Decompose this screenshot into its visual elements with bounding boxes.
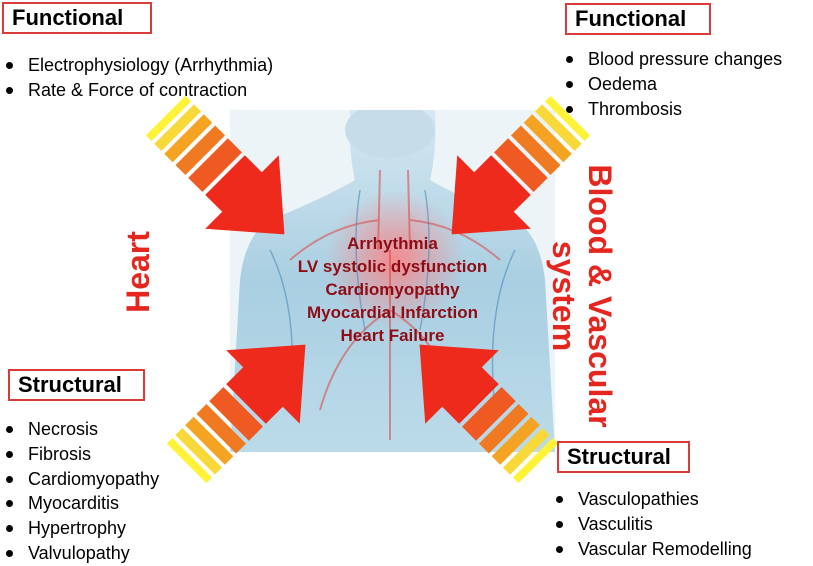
condition-item: Myocardial Infarction	[307, 303, 478, 322]
heart-structural-list: Necrosis Fibrosis Cardiomyopathy Myocard…	[4, 417, 159, 566]
list-item: Vasculopathies	[554, 487, 752, 512]
list-item: Blood pressure changes	[564, 47, 782, 72]
list-item: Necrosis	[4, 417, 159, 442]
heart-structural-header: Structural	[8, 369, 145, 401]
condition-item: Heart Failure	[340, 326, 445, 345]
vascular-label-line: Blood & Vascular	[582, 164, 618, 428]
vascular-label-line: system	[546, 240, 582, 352]
list-item: Vascular Remodelling	[554, 537, 752, 562]
vascular-structural-list: Vasculopathies Vasculitis Vascular Remod…	[554, 487, 752, 561]
list-item: Valvulopathy	[4, 541, 159, 566]
vascular-structural-header: Structural	[557, 441, 690, 473]
list-item: Oedema	[564, 72, 782, 97]
list-item: Rate & Force of contraction	[4, 78, 273, 103]
condition-item: Arrhythmia	[347, 234, 438, 253]
list-item: Thrombosis	[564, 97, 782, 122]
heart-functional-header: Functional	[2, 2, 152, 34]
center-conditions: Arrhythmia LV systolic dysfunction Cardi…	[230, 232, 555, 347]
list-item: Electrophysiology (Arrhythmia)	[4, 53, 273, 78]
list-item: Vasculitis	[554, 512, 752, 537]
list-item: Myocarditis	[4, 491, 159, 516]
blood-vascular-label: Blood & Vascular system	[546, 164, 618, 427]
condition-item: Cardiomyopathy	[325, 280, 460, 299]
heart-label: Heart	[120, 231, 156, 313]
list-item: Hypertrophy	[4, 516, 159, 541]
list-item: Cardiomyopathy	[4, 467, 159, 492]
list-item: Fibrosis	[4, 442, 159, 467]
vascular-functional-list: Blood pressure changes Oedema Thrombosis	[564, 47, 782, 121]
heart-functional-list: Electrophysiology (Arrhythmia) Rate & Fo…	[4, 53, 273, 103]
condition-item: LV systolic dysfunction	[297, 257, 488, 276]
vascular-functional-header: Functional	[565, 3, 711, 35]
